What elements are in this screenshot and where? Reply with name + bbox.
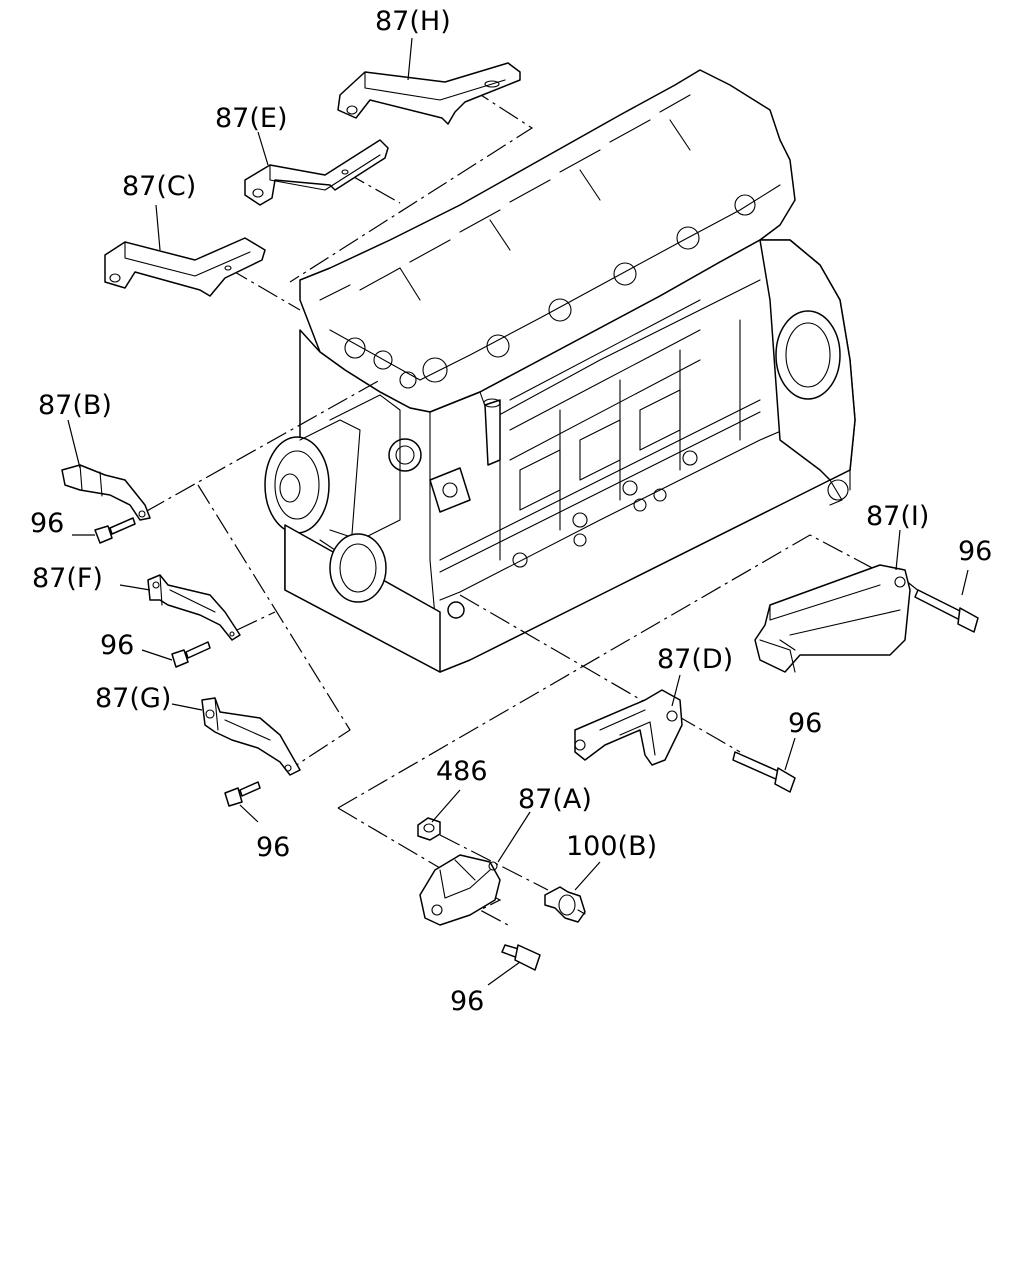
nut-486 [417,817,441,841]
bolt-96-b [94,517,136,544]
label-96-d: 96 [788,708,822,739]
engine-block [264,69,856,673]
bolt-96-d [732,751,796,793]
mount-100b [544,886,586,923]
bolt-96-i [914,589,979,633]
bolt-96-a [501,944,541,971]
bracket-87f [147,574,241,641]
bracket-87i [754,564,911,673]
label-87e: 87(E) [215,103,287,134]
label-87h: 87(H) [375,6,451,37]
bracket-87e [244,139,389,206]
bolt-96-f [171,641,211,668]
label-96-a: 96 [450,986,484,1017]
bracket-87g [201,697,301,776]
bolt-96-g [224,781,261,807]
label-96-g: 96 [256,832,290,863]
bracket-87d [574,689,683,766]
callout-labels: 87(H) 87(E) 87(C) 87(B) 96 87(F) 96 87(G… [30,6,992,1017]
label-87c: 87(C) [122,171,196,202]
label-leaders [67,37,969,986]
label-87d: 87(D) [657,644,733,675]
label-87b: 87(B) [38,390,112,421]
bracket-87h [337,62,521,125]
label-96-b: 96 [30,508,64,539]
bracket-87a [419,854,501,926]
bracket-87b [61,464,151,521]
label-87a: 87(A) [518,784,592,815]
label-96-i: 96 [958,536,992,567]
bracket-87c [104,237,266,297]
label-100b: 100(B) [566,831,657,862]
label-87g: 87(G) [95,683,171,714]
label-486: 486 [436,756,488,787]
label-96-f: 96 [100,630,134,661]
label-87i: 87(I) [866,501,929,532]
label-87f: 87(F) [32,563,103,594]
